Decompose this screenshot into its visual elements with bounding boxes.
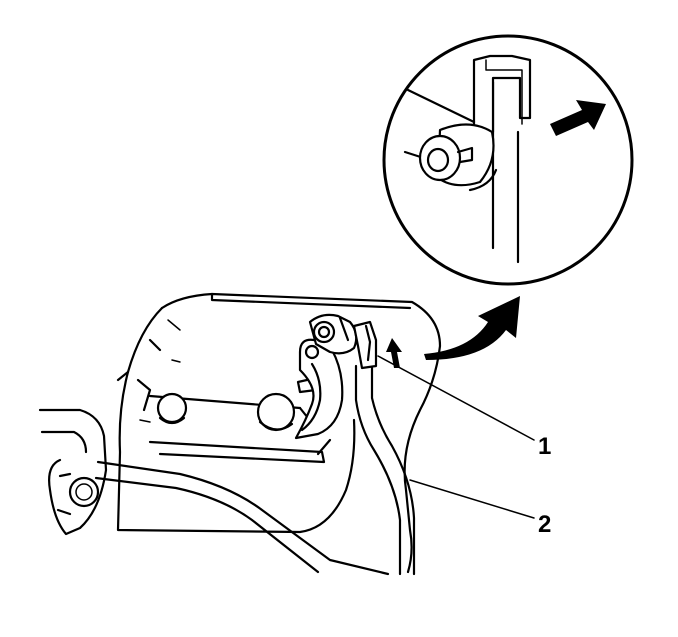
callout-label-2: 2 [538,511,551,538]
knob-left [156,392,188,425]
linkage-bar [94,460,390,576]
callout-label-1: 1 [538,433,551,460]
rod [354,364,416,576]
detail-pivot [418,123,495,187]
leader-line-1 [377,355,535,441]
direction-arrow-icon [550,100,606,136]
rod-clip [352,320,378,370]
left-mount [38,408,108,536]
detail-view [382,34,634,286]
lever-bracket [294,338,344,440]
callout-1: 1 [377,355,551,460]
main-assembly [38,292,442,576]
leader-line-2 [409,479,535,519]
detail-circle [382,34,634,286]
small-arrow-icon [386,338,402,368]
curved-arrow-icon [424,296,520,360]
callout-2: 2 [409,479,551,538]
knob-center [256,392,296,432]
